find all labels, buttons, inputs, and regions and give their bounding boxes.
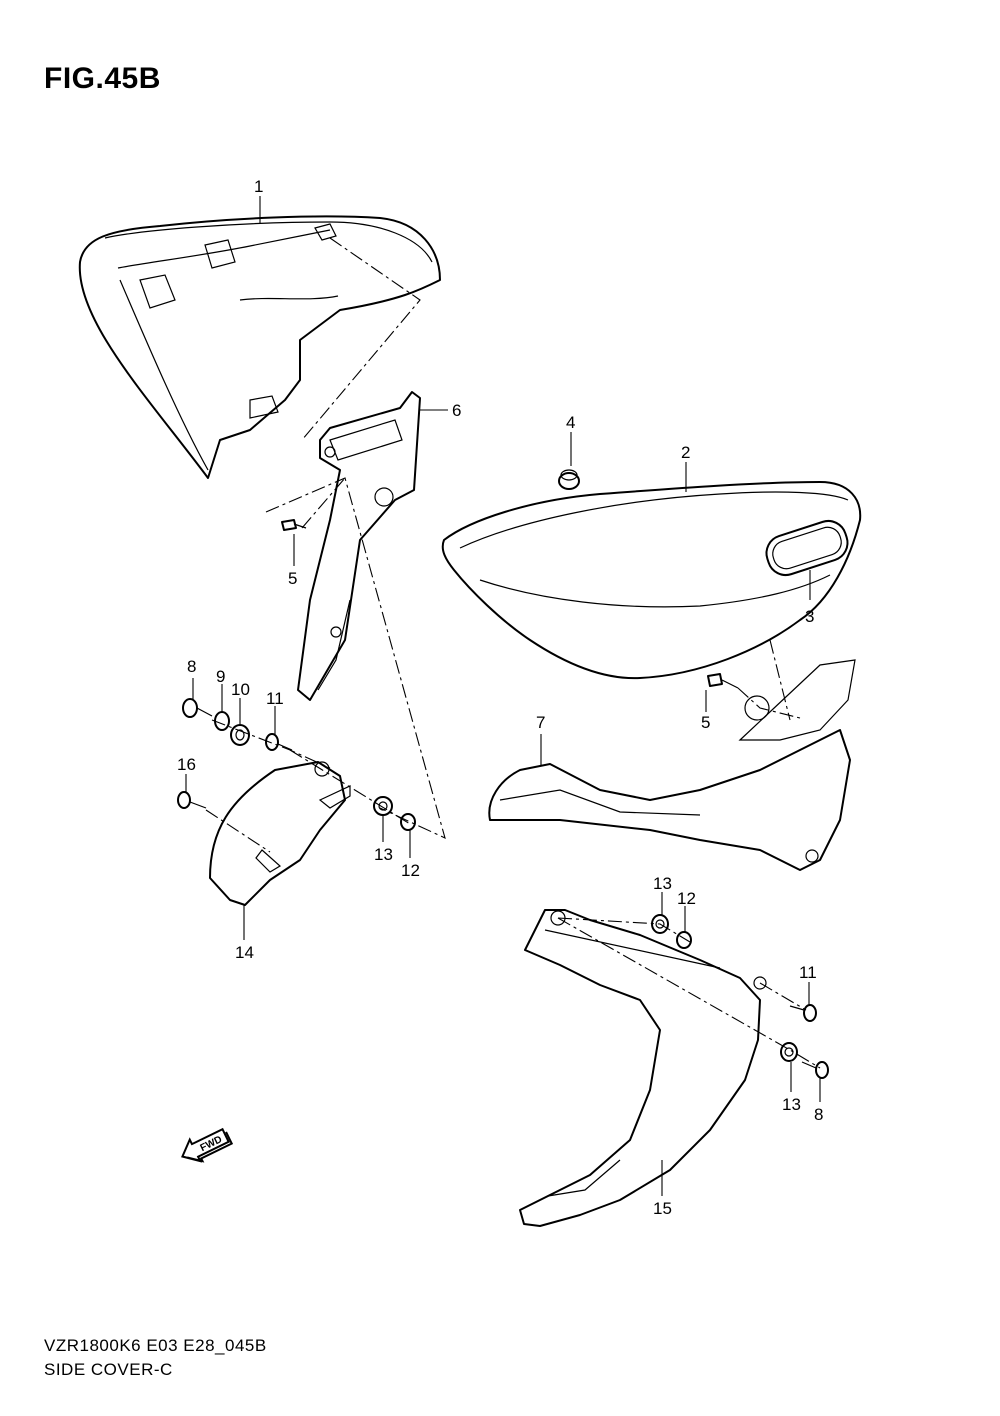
callout-9[interactable]: 9 — [216, 667, 225, 686]
bolt-8-right[interactable] — [801, 1061, 829, 1079]
callout-16[interactable]: 16 — [177, 755, 196, 774]
callout-3[interactable]: 3 — [805, 607, 814, 626]
callout-7[interactable]: 7 — [536, 713, 545, 732]
cushion-10[interactable] — [230, 724, 250, 746]
callout-8-left[interactable]: 8 — [187, 657, 196, 676]
callout-13-right-upper[interactable]: 13 — [653, 874, 672, 893]
callout-12-left[interactable]: 12 — [401, 861, 420, 880]
callout-13-left[interactable]: 13 — [374, 845, 393, 864]
callout-11-left[interactable]: 11 — [266, 689, 284, 708]
part-15-lower-cover[interactable] — [519, 909, 767, 1227]
callout-6[interactable]: 6 — [452, 401, 461, 420]
callout-10[interactable]: 10 — [231, 680, 250, 699]
callout-11-right[interactable]: 11 — [799, 963, 817, 982]
part-14-guard[interactable] — [209, 761, 351, 906]
fwd-arrow-icon: FWD — [181, 1127, 234, 1163]
callout-5-upper[interactable]: 5 — [288, 569, 297, 588]
part-4-grommet[interactable] — [558, 469, 580, 490]
screw-16[interactable] — [177, 791, 207, 809]
bolt-8-left[interactable] — [182, 698, 213, 718]
collar-12-left[interactable] — [400, 813, 416, 831]
figure-title: FIG.45B — [44, 62, 161, 95]
model-code: VZR1800K6 E03 E28_045B — [44, 1336, 267, 1355]
callout-4[interactable]: 4 — [566, 413, 575, 432]
washer-9[interactable] — [214, 711, 230, 731]
assembly-lines — [205, 237, 821, 1069]
part-7-lower-cover[interactable] — [488, 659, 856, 871]
callout-1[interactable]: 1 — [254, 177, 263, 196]
callout-2[interactable]: 2 — [681, 443, 690, 462]
part-3-emblem[interactable] — [762, 516, 852, 579]
leader-lines — [185, 196, 821, 1196]
collar-12-right[interactable] — [676, 931, 692, 949]
part-6-bracket[interactable] — [297, 391, 421, 701]
callout-14[interactable]: 14 — [235, 943, 254, 962]
screw-5-upper[interactable] — [281, 519, 307, 531]
callout-12-right[interactable]: 12 — [677, 889, 696, 908]
figure-caption: SIDE COVER-C — [44, 1360, 173, 1379]
callout-13-right-lower[interactable]: 13 — [782, 1095, 801, 1114]
callout-8-right[interactable]: 8 — [814, 1105, 823, 1124]
bolt-11-left[interactable] — [265, 733, 293, 751]
screw-5-lower[interactable] — [707, 673, 739, 689]
bolt-11-right[interactable] — [789, 1004, 817, 1022]
part-2-side-cover[interactable] — [441, 481, 862, 680]
callout-5-lower[interactable]: 5 — [701, 713, 710, 732]
callout-15[interactable]: 15 — [653, 1199, 672, 1218]
part-1-seat-cowl[interactable] — [78, 215, 441, 479]
